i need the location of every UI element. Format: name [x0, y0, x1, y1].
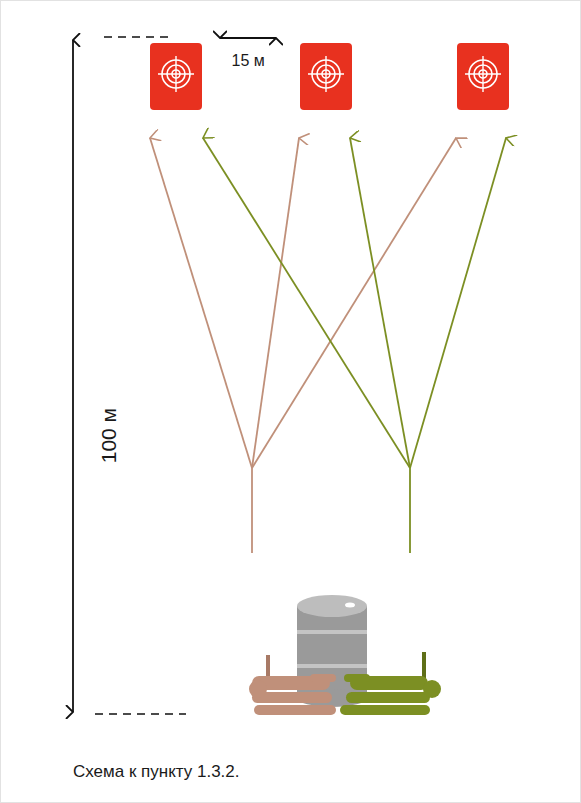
- fire-arrows-right: [203, 138, 506, 553]
- spacing-label: 15 м: [232, 51, 265, 70]
- target: [457, 43, 509, 110]
- target: [300, 43, 352, 110]
- barrel: [297, 595, 367, 707]
- caption: Схема к пункту 1.3.2.: [73, 762, 240, 782]
- fire-arrows-left: [150, 138, 456, 553]
- shooter-left: [249, 655, 336, 715]
- distance-label: 100 м: [96, 407, 121, 462]
- distance-dimension: [73, 37, 186, 714]
- target: [150, 43, 202, 110]
- spacing-dimension: [220, 37, 276, 39]
- shooter-right: [340, 652, 441, 715]
